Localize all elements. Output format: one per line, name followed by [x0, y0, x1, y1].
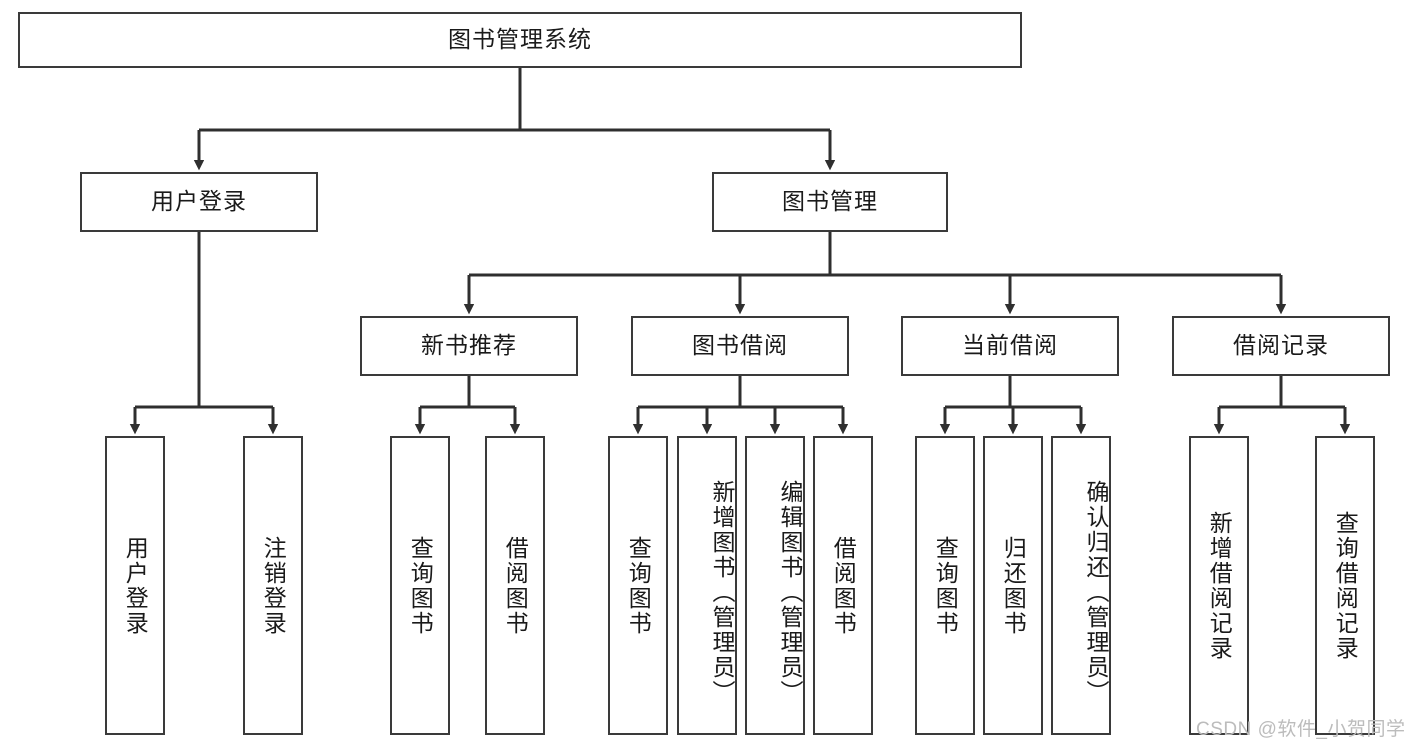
leaf-user-login-label: 用户登录 [122, 535, 149, 636]
leaf-add-book-admin-label: 新增图书（管理员） [709, 480, 735, 705]
leaf-borrow-book-borrow[interactable]: 借阅图书 [813, 436, 873, 735]
node-current-borrow[interactable]: 当前借阅 [901, 316, 1119, 376]
leaf-edit-book-admin-label: 编辑图书（管理员） [777, 480, 803, 705]
leaf-borrow-book-recommend-label: 借阅图书 [502, 535, 529, 636]
node-new-book-recommend[interactable]: 新书推荐 [360, 316, 578, 376]
leaf-query-book-recommend-label: 查询图书 [407, 535, 434, 636]
leaf-query-book-borrow-label: 查询图书 [625, 535, 652, 636]
csdn-watermark: CSDN @软件_小贺同学 [1196, 719, 1405, 740]
leaf-add-borrow-record-label: 新增借阅记录 [1206, 510, 1233, 661]
node-current-borrow-label: 当前借阅 [962, 332, 1058, 359]
leaf-confirm-return-admin[interactable]: 确认归还（管理员） [1051, 436, 1111, 735]
leaf-confirm-return-admin-label: 确认归还（管理员） [1083, 480, 1109, 705]
leaf-add-borrow-record[interactable]: 新增借阅记录 [1189, 436, 1249, 735]
node-book-borrow[interactable]: 图书借阅 [631, 316, 849, 376]
leaf-query-book-borrow[interactable]: 查询图书 [608, 436, 668, 735]
leaf-logout-label: 注销登录 [260, 535, 287, 636]
node-borrow-record[interactable]: 借阅记录 [1172, 316, 1390, 376]
leaf-query-borrow-record-label: 查询借阅记录 [1332, 510, 1359, 661]
node-new-book-recommend-label: 新书推荐 [421, 332, 517, 359]
leaf-borrow-book-recommend[interactable]: 借阅图书 [485, 436, 545, 735]
leaf-user-login[interactable]: 用户登录 [105, 436, 165, 735]
node-user-login-label: 用户登录 [151, 188, 247, 215]
node-root[interactable]: 图书管理系统 [18, 12, 1022, 68]
leaf-edit-book-admin[interactable]: 编辑图书（管理员） [745, 436, 805, 735]
leaf-return-book-label: 归还图书 [1000, 535, 1027, 636]
node-user-login[interactable]: 用户登录 [80, 172, 318, 232]
leaf-query-book-current-label: 查询图书 [932, 535, 959, 636]
leaf-add-book-admin[interactable]: 新增图书（管理员） [677, 436, 737, 735]
node-book-manage[interactable]: 图书管理 [712, 172, 948, 232]
node-book-borrow-label: 图书借阅 [692, 332, 788, 359]
leaf-borrow-book-borrow-label: 借阅图书 [830, 535, 857, 636]
node-borrow-record-label: 借阅记录 [1233, 332, 1329, 359]
leaf-query-book-recommend[interactable]: 查询图书 [390, 436, 450, 735]
leaf-logout[interactable]: 注销登录 [243, 436, 303, 735]
leaf-query-book-current[interactable]: 查询图书 [915, 436, 975, 735]
node-book-manage-label: 图书管理 [782, 188, 878, 215]
node-root-label: 图书管理系统 [448, 26, 592, 53]
leaf-return-book[interactable]: 归还图书 [983, 436, 1043, 735]
leaf-query-borrow-record[interactable]: 查询借阅记录 [1315, 436, 1375, 735]
